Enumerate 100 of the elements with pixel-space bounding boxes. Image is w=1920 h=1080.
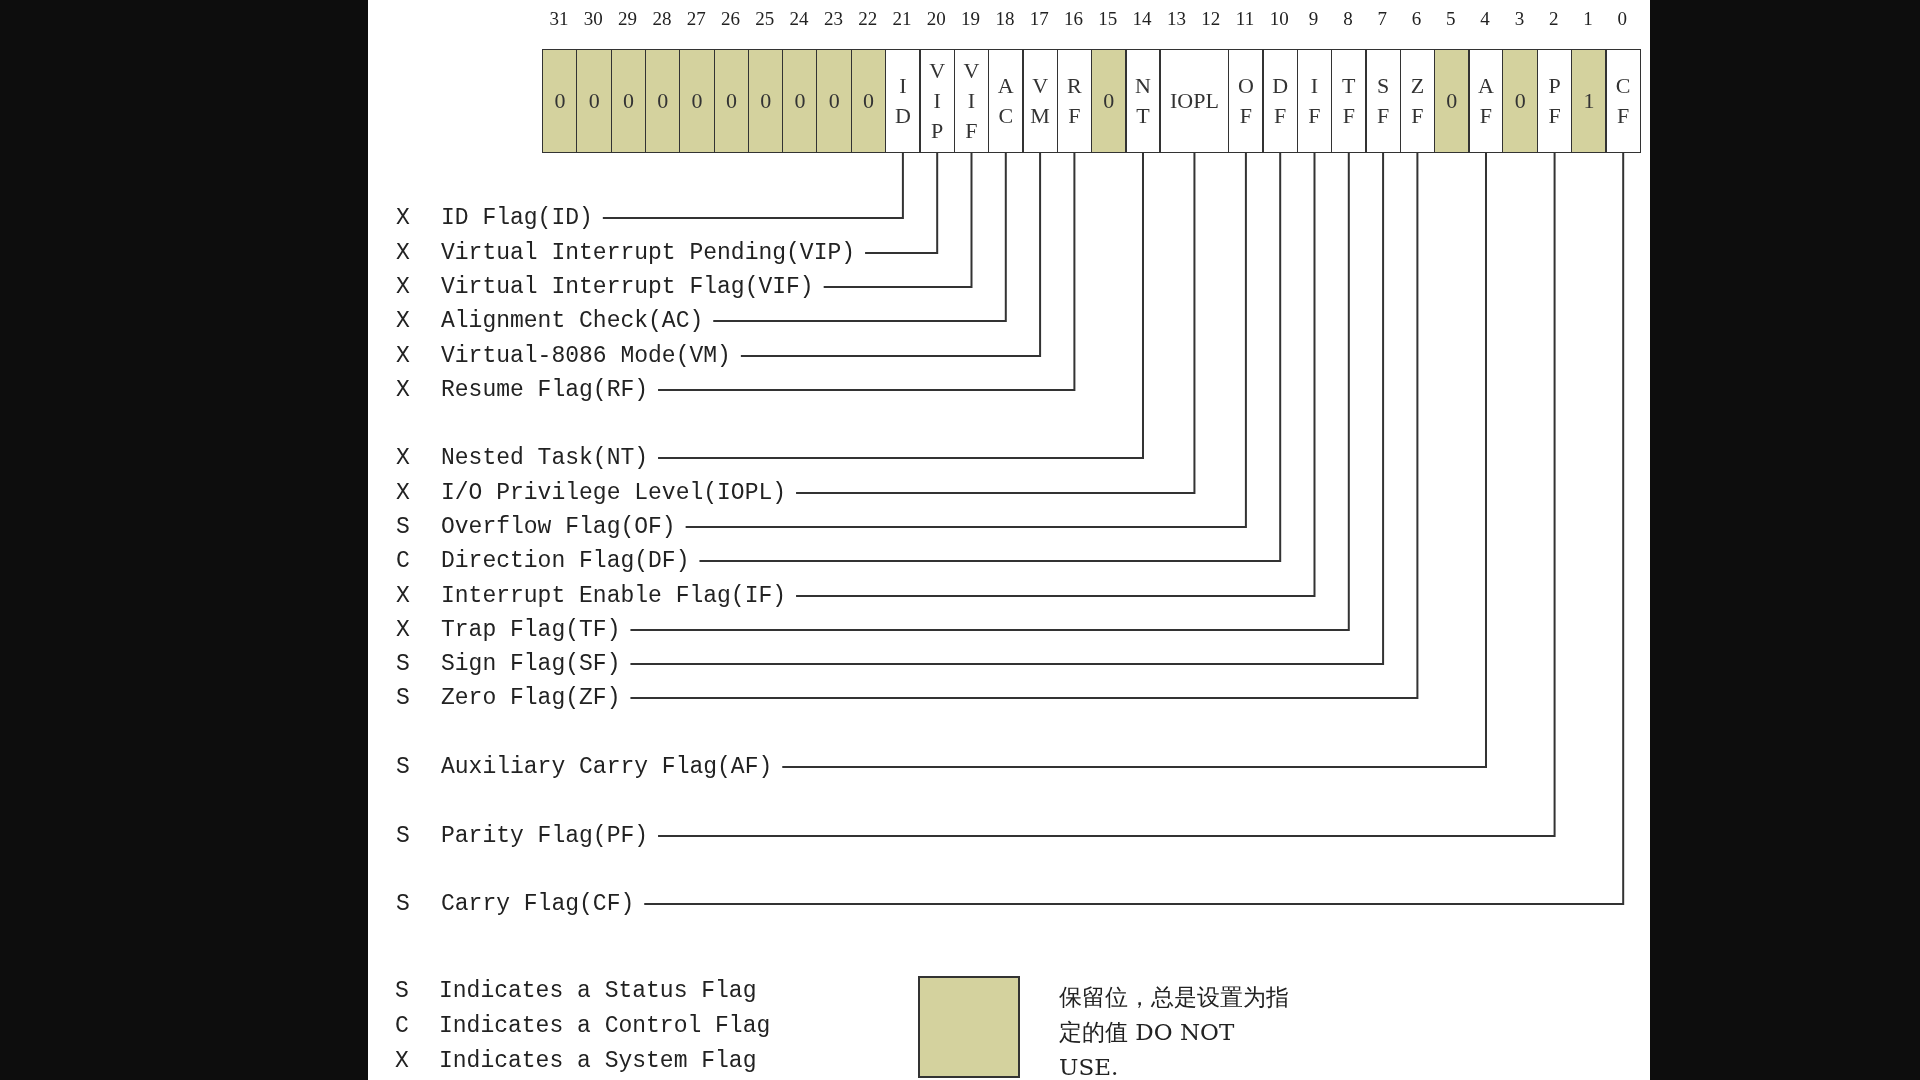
- flag-description: Overflow Flag(OF): [441, 514, 676, 540]
- legend-text: 保留位，总是设置为指定的值 DO NOT USE.: [1059, 983, 1290, 1080]
- bit-number: 31: [548, 8, 570, 30]
- reserved-bit-cell: 0: [713, 49, 750, 153]
- flag-bit-cell: D F: [1262, 49, 1299, 153]
- flag-bit-cell: N T: [1125, 49, 1161, 153]
- flag-description: Interrupt Enable Flag(IF): [441, 583, 787, 609]
- leader-line: [657, 152, 1076, 391]
- leader-line: [657, 152, 1144, 459]
- flag-type-letter: X: [395, 1048, 409, 1074]
- bit-number: 9: [1307, 8, 1320, 30]
- flag-description: Nested Task(NT): [441, 445, 649, 471]
- reserved-bit-cell: 1: [1571, 49, 1607, 153]
- leader-line: [864, 152, 939, 254]
- flag-description: Auxiliary Carry Flag(AF): [441, 754, 773, 780]
- reserved-bit-cell: 0: [1090, 49, 1127, 153]
- bit-number: 13: [1165, 8, 1187, 30]
- bit-number: 22: [857, 8, 879, 30]
- flag-description: Sign Flag(SF): [441, 651, 621, 677]
- reserved-bit-cell: 0: [782, 49, 818, 153]
- bit-number: 17: [1028, 8, 1050, 30]
- bit-number: 12: [1200, 8, 1222, 30]
- leader-line: [795, 152, 1196, 494]
- flag-type-letter: S: [396, 754, 410, 780]
- leader-line: [657, 152, 1556, 837]
- flag-bit-cell: V M: [1022, 49, 1058, 153]
- reserved-bit-cell: 0: [1433, 49, 1470, 153]
- bit-number: 15: [1097, 8, 1119, 30]
- bit-number: 5: [1445, 8, 1457, 30]
- bit-number: 7: [1376, 8, 1388, 30]
- legend-description: Indicates a Control Flag: [439, 1013, 771, 1039]
- leader-line: [684, 152, 1247, 528]
- flag-type-letter: X: [396, 240, 410, 266]
- reserved-bit-cell: 0: [610, 49, 647, 153]
- flag-description: Trap Flag(TF): [441, 617, 621, 643]
- flag-type-letter: S: [395, 978, 409, 1004]
- bit-number: 21: [891, 8, 913, 30]
- bit-number: 16: [1063, 8, 1084, 30]
- leader-line: [822, 152, 973, 288]
- bit-number: 3: [1513, 8, 1526, 30]
- flag-description: ID Flag(ID): [441, 205, 593, 231]
- bit-number: 6: [1410, 8, 1423, 30]
- flag-description: Alignment Check(AC): [441, 308, 704, 334]
- leader-line: [643, 152, 1625, 905]
- bit-number: 27: [685, 8, 707, 30]
- reserved-bit-cell: 0: [1502, 49, 1539, 153]
- flag-description: Virtual Interrupt Flag(VIF): [441, 274, 814, 300]
- flag-bit-cell: IOPL: [1159, 49, 1230, 153]
- flag-type-letter: X: [396, 343, 410, 369]
- bit-number: 28: [651, 8, 673, 30]
- flag-type-letter: S: [396, 514, 410, 540]
- flag-type-letter: X: [396, 308, 410, 334]
- flag-description: Direction Flag(DF): [441, 548, 690, 574]
- leader-line: [739, 152, 1042, 357]
- flag-bit-cell: I F: [1296, 49, 1333, 153]
- flag-type-letter: C: [396, 548, 410, 574]
- reserved-bit-cell: 0: [816, 49, 853, 153]
- flag-bit-cell: O F: [1228, 49, 1264, 153]
- flag-bit-cell: S F: [1365, 49, 1401, 153]
- bit-number: 11: [1234, 8, 1256, 30]
- flag-bit-cell: I D: [885, 49, 921, 153]
- flag-bit-cell: A C: [987, 49, 1024, 153]
- flag-type-letter: X: [396, 617, 410, 643]
- legend-description: Indicates a Status Flag: [439, 978, 757, 1004]
- leader-line: [795, 152, 1316, 597]
- reserved-bit-cell: 0: [850, 49, 887, 153]
- flag-bit-cell: C F: [1605, 49, 1642, 153]
- bit-number: 14: [1131, 8, 1153, 30]
- reserved-bit-cell: 0: [747, 49, 784, 153]
- flag-description: Virtual-8086 Mode(VM): [441, 343, 731, 369]
- bit-number: 0: [1616, 8, 1629, 30]
- flag-bit-cell: V I P: [919, 49, 956, 153]
- reserved-bit-cell: 0: [542, 49, 578, 153]
- bit-number: 18: [994, 8, 1016, 30]
- reserved-bit-cell: 0: [679, 49, 715, 153]
- bit-number: 30: [582, 8, 604, 30]
- bit-number: 25: [754, 8, 776, 30]
- flag-type-letter: X: [396, 274, 410, 300]
- flag-type-letter: X: [396, 583, 410, 609]
- flag-type-letter: S: [396, 823, 410, 849]
- flag-bit-cell: T F: [1330, 49, 1367, 153]
- reserved-bit-cell: 0: [644, 49, 681, 153]
- reserved-bit-cell: 0: [576, 49, 613, 153]
- bit-number: 29: [617, 8, 639, 30]
- bit-number: 20: [925, 8, 947, 30]
- bit-number: 23: [822, 8, 844, 30]
- flag-bit-cell: V I F: [953, 49, 990, 153]
- bit-number: 19: [960, 8, 982, 30]
- leader-line: [781, 152, 1487, 768]
- bit-number: 8: [1342, 8, 1354, 30]
- flag-type-letter: X: [396, 377, 410, 403]
- legend-description: Indicates a System Flag: [439, 1048, 757, 1074]
- bit-number: 4: [1479, 8, 1491, 30]
- flag-type-letter: X: [396, 445, 410, 471]
- flag-type-letter: C: [395, 1013, 409, 1039]
- leader-line: [712, 152, 1007, 322]
- flag-type-letter: S: [396, 891, 410, 917]
- flag-description: I/O Privilege Level(IOPL): [441, 480, 787, 506]
- flag-description: Resume Flag(RF): [441, 377, 649, 403]
- bit-number: 26: [720, 8, 741, 30]
